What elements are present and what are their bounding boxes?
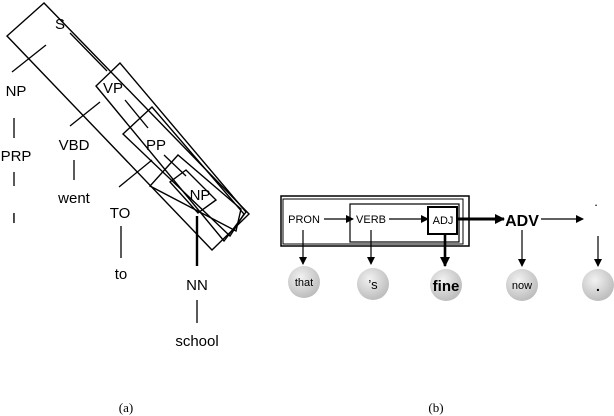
box-s <box>5 2 250 251</box>
node-np-inner: NP <box>190 187 211 204</box>
token-now: now <box>512 280 532 292</box>
token-ball-fine <box>430 269 462 301</box>
node-to-tag: TO <box>110 205 131 222</box>
node-nn: NN <box>186 277 208 294</box>
token-period: . <box>596 278 600 294</box>
box-verb-adj <box>349 203 460 243</box>
node-went: went <box>57 190 91 207</box>
box-middle <box>282 198 464 245</box>
edge-pp-np <box>163 154 187 177</box>
node-vbd: VBD <box>59 137 90 154</box>
box-np-outer <box>148 154 242 233</box>
token-ball-period <box>582 269 614 301</box>
tree-edges <box>11 32 199 323</box>
node-prp: PRP <box>1 148 32 165</box>
caption-b: (b) <box>428 400 443 415</box>
token-arrows <box>299 230 602 267</box>
token-ball-now <box>506 269 538 301</box>
edge-vp-pp <box>124 99 149 129</box>
node-to-word: to <box>115 266 128 283</box>
panel-a-parse-tree: S NP VP PRP I VBD went PP TO to NP NN sc… <box>1 2 250 415</box>
box-pp <box>121 105 245 238</box>
token-balls <box>288 266 614 301</box>
edge-vp-vbd <box>69 101 101 127</box>
tag-adj: ADJ <box>433 215 454 227</box>
node-s: S <box>55 16 65 33</box>
node-school: school <box>175 333 218 350</box>
edge-s-np <box>11 44 47 73</box>
edge-s-vp <box>69 32 108 72</box>
token-that: that <box>295 277 313 289</box>
tag-punct: . <box>594 194 598 209</box>
node-vp: VP <box>103 80 123 97</box>
node-i-word: I <box>12 210 16 227</box>
panel-b-tag-chain: PRON VERB ADJ ADV . that ’s fine now . (… <box>280 194 614 415</box>
tag-pron: PRON <box>288 214 320 226</box>
token-fine: fine <box>433 278 460 295</box>
token-ball-that <box>288 266 320 298</box>
box-np-inner <box>168 169 218 214</box>
node-pp: PP <box>146 137 166 154</box>
box-vp <box>95 61 247 243</box>
token-ball-s <box>357 268 389 300</box>
box-outer <box>280 195 470 247</box>
node-np-top: NP <box>6 83 27 100</box>
tag-verb: VERB <box>356 214 386 226</box>
edge-pp-to <box>118 159 153 188</box>
tag-adv: ADV <box>505 213 539 230</box>
caption-a: (a) <box>119 400 133 415</box>
token-s: ’s <box>368 277 378 292</box>
nested-constituent-boxes <box>5 2 250 251</box>
